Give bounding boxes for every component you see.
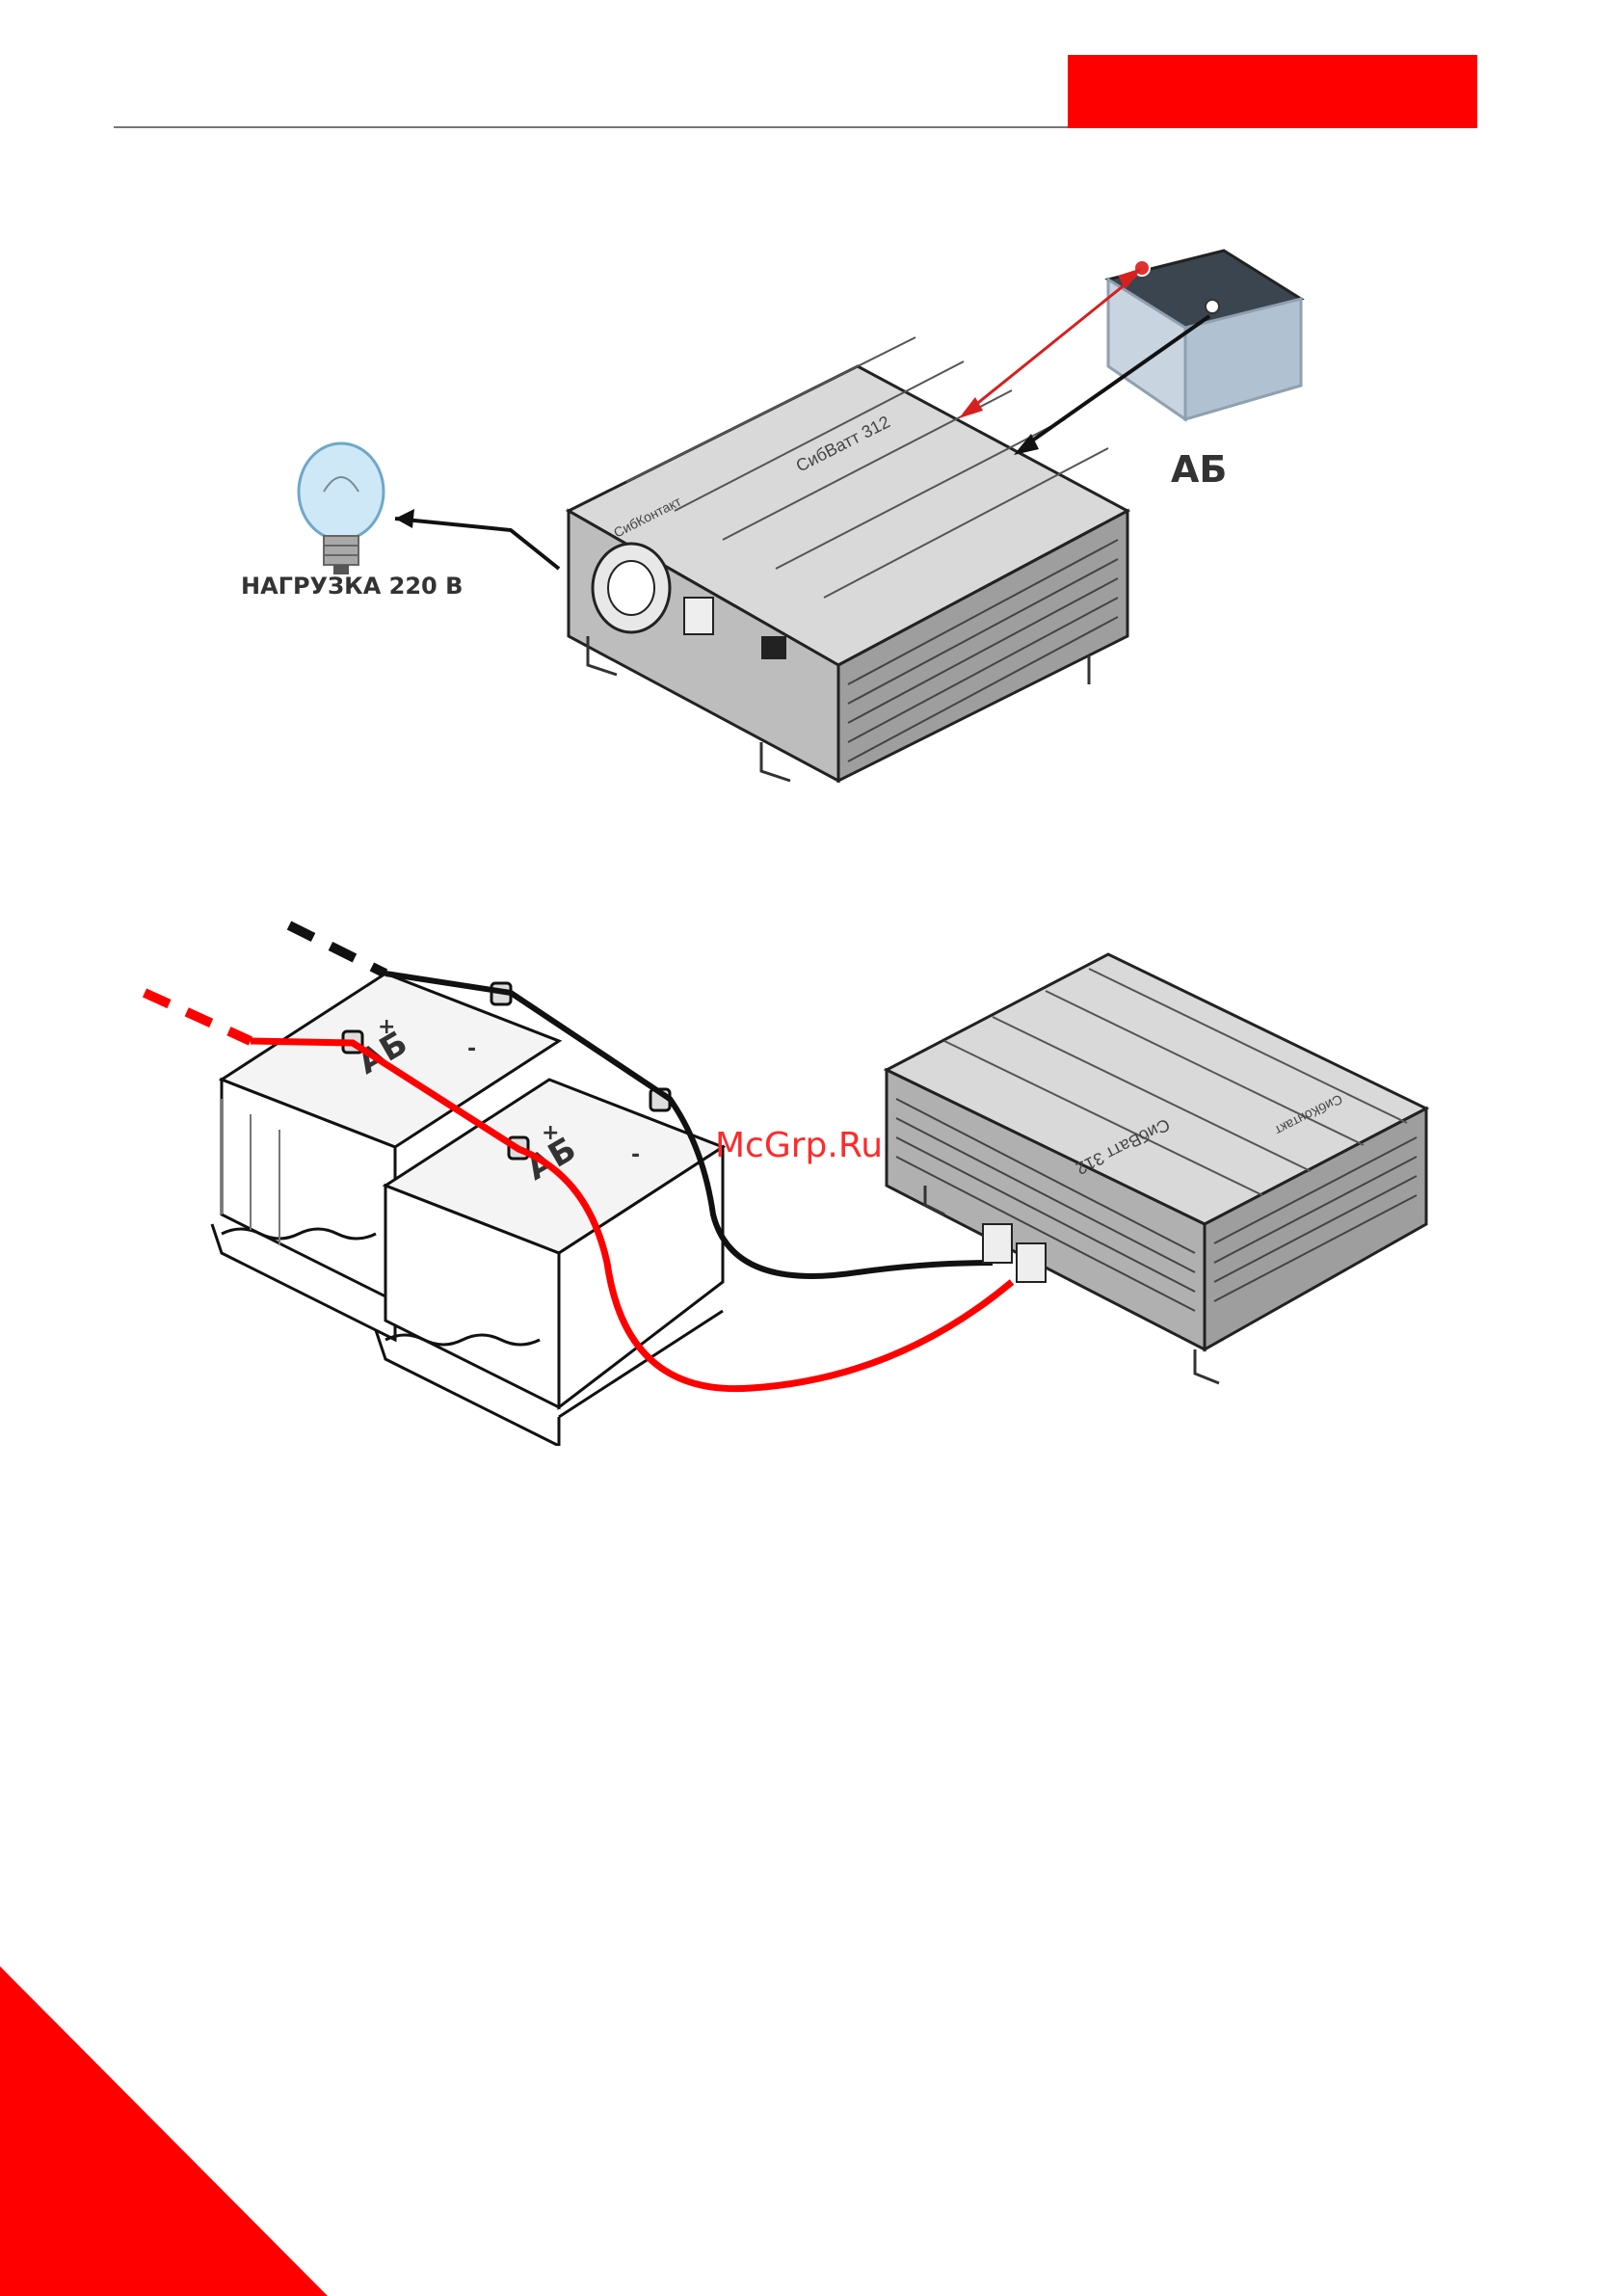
connection-diagram-bottom: АБ + - АБ + - СибВатт 312 СибКонтакт <box>125 896 1494 1446</box>
battery-right-plus: + <box>542 1121 559 1145</box>
inverter-device: СибВатт 312 СибКонтакт <box>569 337 1127 781</box>
battery-label: АБ <box>1171 448 1227 491</box>
output-arrow <box>395 509 559 569</box>
header-accent-block <box>1068 55 1477 128</box>
negative-wire-dashed <box>289 925 385 974</box>
battery-left-minus: - <box>467 1037 476 1061</box>
watermark: McGrp.Ru <box>715 1126 883 1165</box>
positive-wire-dashed <box>145 993 251 1041</box>
battery-negative-terminal <box>1206 300 1219 313</box>
header-rule <box>114 126 1068 128</box>
battery-right: АБ + - <box>376 1080 723 1446</box>
connection-diagram-top: НАГРУЗКА 220 В СибВатт 312 СибКонтакт АБ <box>222 202 1339 819</box>
battery-left-plus: + <box>378 1015 395 1039</box>
light-bulb-icon <box>299 443 384 574</box>
load-label: НАГРУЗКА 220 В <box>241 573 463 600</box>
battery-right-minus: - <box>631 1143 640 1167</box>
